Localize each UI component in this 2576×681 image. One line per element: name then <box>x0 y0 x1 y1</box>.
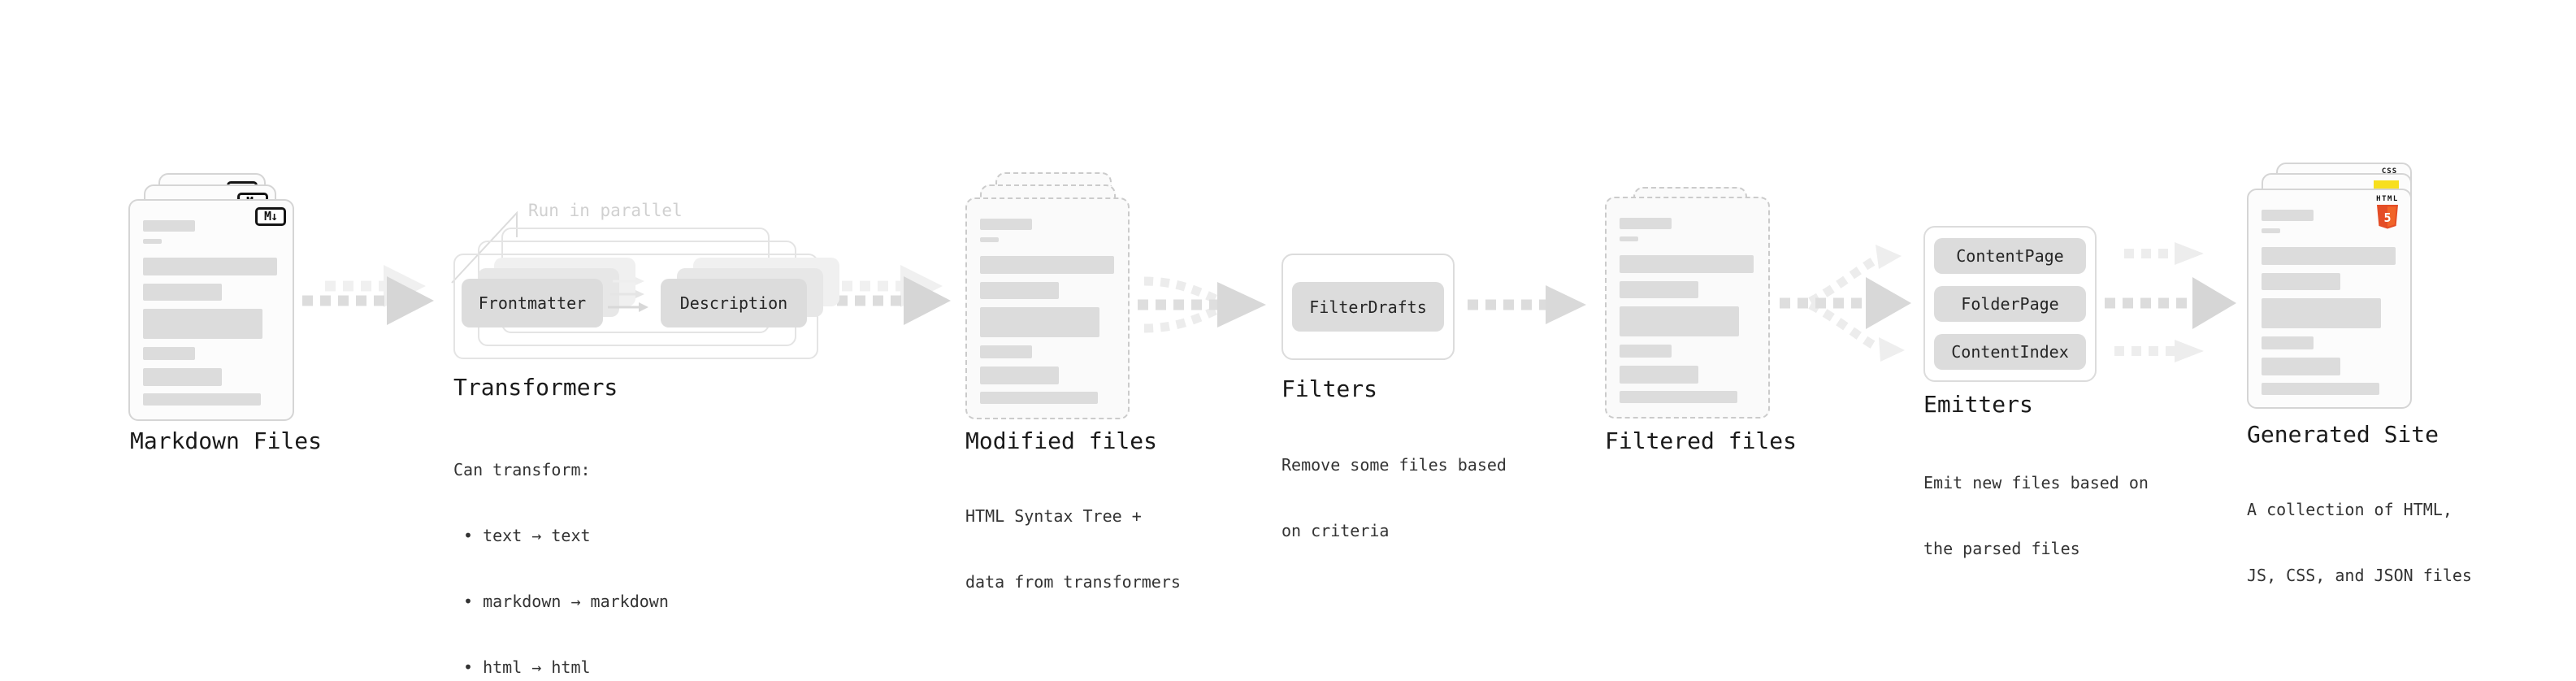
emitters-description: Emit new files based on the parsed files <box>1923 473 2149 558</box>
file-skeleton-content <box>130 201 293 406</box>
modified-files-title: Modified files <box>965 427 1158 454</box>
file-skeleton-content <box>2249 190 2410 395</box>
filters-title: Filters <box>1281 375 1378 402</box>
filters-node: FilterDrafts <box>1281 254 1460 367</box>
description-pill: Description <box>661 279 807 327</box>
markdown-files-title: Markdown Files <box>130 427 323 454</box>
arrow-emitters-to-generated <box>2105 242 2236 362</box>
filtered-files-node <box>1605 187 1816 463</box>
run-in-parallel-leader-line <box>451 210 518 284</box>
markdown-files-node: M↓ M↓ M↓ <box>128 173 372 466</box>
modified-file-card-front <box>965 197 1130 419</box>
arrow-filters-to-filtered <box>1468 285 1586 324</box>
filters-description: Remove some files based on criteria <box>1281 455 1507 540</box>
contentindex-pill: ContentIndex <box>1934 334 2086 370</box>
arrow-filtered-to-emitters-splitting <box>1780 245 1911 362</box>
folderpage-pill: FolderPage <box>1934 286 2086 322</box>
file-skeleton-content <box>1607 198 1768 403</box>
filterdrafts-pill: FilterDrafts <box>1292 282 1444 332</box>
modified-files-description: HTML Syntax Tree + data from transformer… <box>965 506 1181 592</box>
transformers-title: Transformers <box>453 374 618 401</box>
frontmatter-pill: Frontmatter <box>462 279 603 327</box>
modified-files-node <box>965 172 1177 465</box>
transformers-description: Can transform: • text → text • markdown … <box>453 460 669 677</box>
arrow-markdown-to-transformers <box>302 265 434 325</box>
markdown-file-card-front: M↓ <box>128 199 294 421</box>
filtered-files-title: Filtered files <box>1605 427 1798 454</box>
contentpage-pill: ContentPage <box>1934 238 2086 274</box>
run-in-parallel-annotation: Run in parallel <box>528 201 683 220</box>
filtered-file-card-front <box>1605 197 1770 419</box>
generated-site-description: A collection of HTML, JS, CSS, and JSON … <box>2247 500 2472 585</box>
svg-text:5: 5 <box>2383 210 2391 225</box>
file-skeleton-content <box>967 199 1128 404</box>
javascript-icon <box>2374 180 2399 191</box>
html-file-card: HTML 5 <box>2247 189 2412 409</box>
parallel-flow-mini-arrows <box>608 277 648 312</box>
emitters-title: Emitters <box>1923 391 2033 418</box>
transformers-node: Run in parallel Frontmatter Description <box>451 195 839 504</box>
generated-site-title: Generated Site <box>2247 421 2439 448</box>
generated-site-node: CSS HTML 5 <box>2247 163 2458 455</box>
emitters-node: ContentPage FolderPage ContentIndex <box>1923 226 2102 388</box>
markdown-icon: M↓ <box>255 207 286 226</box>
html5-icon: HTML 5 <box>2373 195 2402 234</box>
arrow-transformers-to-modified <box>819 265 951 325</box>
arrow-modified-to-filters-converging <box>1138 276 1266 333</box>
